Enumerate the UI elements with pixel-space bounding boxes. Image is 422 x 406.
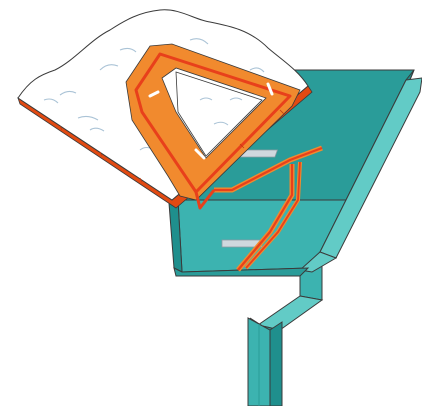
downspout-lower-side	[270, 322, 282, 406]
downspout-elbow	[258, 296, 322, 330]
